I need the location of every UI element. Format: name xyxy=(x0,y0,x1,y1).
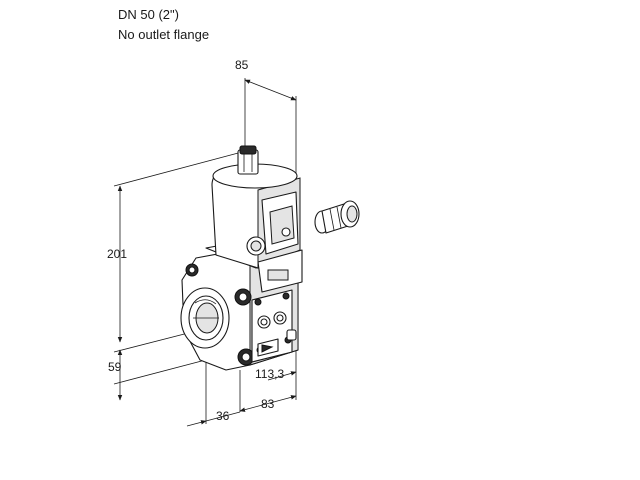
dimension-label-left-length: 36 xyxy=(216,409,230,423)
dimension-label-height: 201 xyxy=(107,247,127,261)
caption-nominal-size: DN 50 (2") xyxy=(118,7,179,22)
dimension-label-right-length: 83 xyxy=(261,397,275,411)
dimension-lengths xyxy=(186,345,297,427)
dimension-label-top-width: 85 xyxy=(235,58,249,72)
dimension-label-bottom-height: 59 xyxy=(108,360,122,374)
caption-flange-note: No outlet flange xyxy=(118,27,210,42)
dimension-label-total-length: 113,3 xyxy=(255,367,284,381)
solenoid-coil xyxy=(211,145,303,293)
cable-gland xyxy=(314,200,360,234)
